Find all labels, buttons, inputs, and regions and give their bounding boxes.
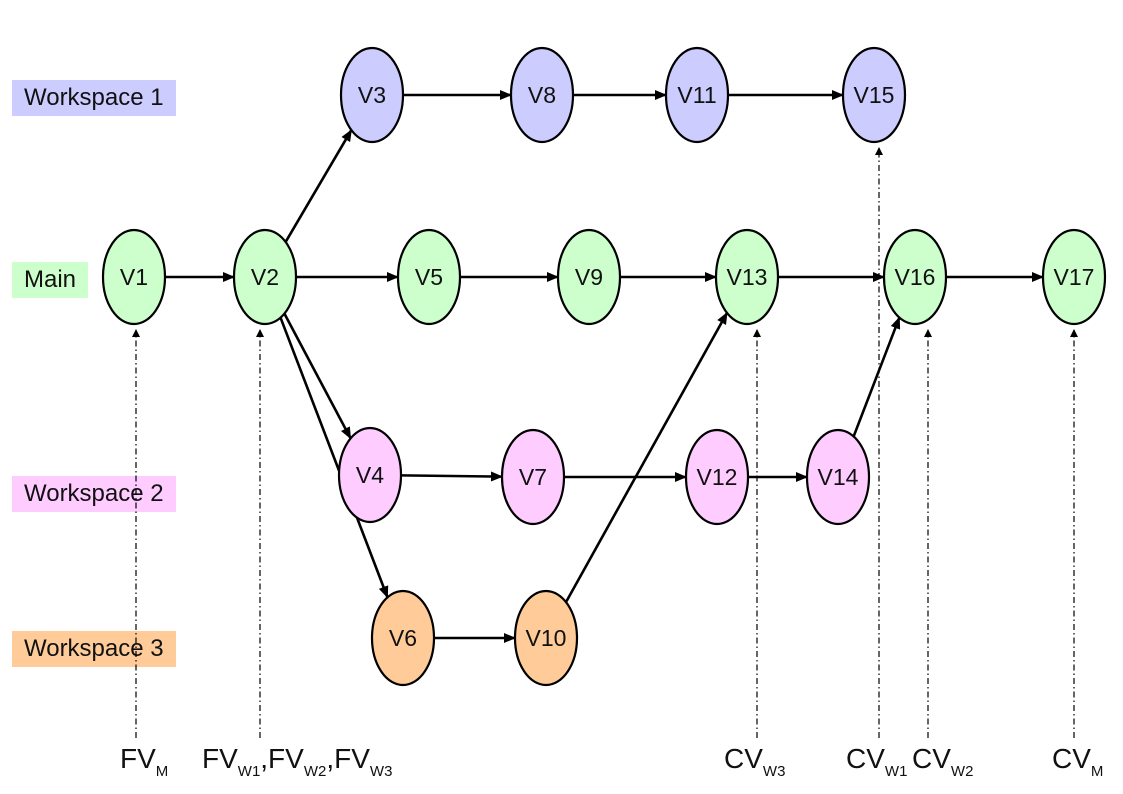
annotation-main-text: ,FV: [326, 743, 370, 774]
annotation-main-text: CV: [1052, 743, 1091, 774]
annotation-subscript: W2: [951, 763, 974, 780]
annotation-subscript: M: [156, 763, 169, 780]
node-ellipse: [1041, 228, 1107, 326]
annotation-fv-w: FVW1,FVW2,FVW3: [202, 743, 392, 780]
node-ellipse: [841, 46, 907, 144]
node-ellipse: [101, 228, 167, 326]
node-label: V5: [415, 264, 443, 290]
node-ellipse: [664, 46, 730, 144]
version-node-v5: V5: [396, 228, 462, 326]
annotation-subscript: W1: [885, 763, 908, 780]
annotation-main-text: CV: [846, 743, 885, 774]
annotation-subscript: W2: [304, 763, 327, 780]
edge-v2-v6: [279, 317, 389, 599]
node-label: V7: [519, 464, 547, 490]
lane-label-workspace-1: Workspace 1: [12, 80, 176, 116]
version-node-v3: V3: [339, 46, 405, 144]
version-node-v7: V7: [500, 428, 566, 526]
node-ellipse: [396, 228, 462, 326]
node-label: V3: [358, 82, 386, 108]
node-label: V1: [120, 264, 148, 290]
lane-label-workspace-2: Workspace 2: [12, 476, 176, 512]
node-ellipse: [556, 228, 622, 326]
node-ellipse: [882, 228, 948, 326]
node-ellipse: [513, 589, 579, 687]
version-node-v14: V14: [805, 428, 871, 526]
lane-label-workspace-3: Workspace 3: [12, 631, 176, 667]
node-label: V13: [727, 264, 768, 290]
version-node-v4: V4: [337, 426, 403, 524]
node-ellipse: [684, 428, 750, 526]
node-label: V14: [818, 464, 859, 490]
annotation-subscript: W1: [238, 763, 261, 780]
node-ellipse: [370, 589, 436, 687]
node-label: V17: [1054, 264, 1095, 290]
node-label: V6: [389, 625, 417, 651]
node-ellipse: [232, 228, 298, 326]
edge-v10-v13: [564, 312, 729, 603]
annotation-fv-m: FVM: [120, 743, 168, 780]
node-ellipse: [337, 426, 403, 524]
annotation-subscript: W3: [370, 763, 393, 780]
lane-label-main: Main: [12, 262, 89, 298]
annotation-subscript: M: [1091, 763, 1104, 780]
annotation-main-text: FV: [202, 743, 238, 774]
node-label: V11: [677, 82, 716, 108]
edge-v2-v3: [284, 129, 353, 243]
node-label: V15: [854, 82, 895, 108]
annotation-cv-w3: CVW3: [724, 743, 785, 780]
annotation-cv-m: CVM: [1052, 743, 1103, 780]
edge-v14-v16: [852, 316, 901, 437]
node-label: V8: [528, 82, 556, 108]
version-node-v2: V2: [232, 228, 298, 326]
edge-v4-v7: [400, 471, 504, 482]
version-node-v11: V11: [664, 46, 730, 144]
node-label: V9: [575, 264, 603, 290]
node-label: V2: [251, 264, 279, 290]
version-node-v9: V9: [556, 228, 622, 326]
node-ellipse: [500, 428, 566, 526]
version-node-v15: V15: [841, 46, 907, 144]
version-node-v6: V6: [370, 589, 436, 687]
annotation-cv-w2: CVW2: [912, 743, 973, 780]
node-ellipse: [714, 228, 780, 326]
version-node-v17: V17: [1041, 228, 1107, 326]
node-ellipse: [339, 46, 405, 144]
node-label: V10: [526, 625, 567, 651]
version-node-v8: V8: [509, 46, 575, 144]
edges: [165, 90, 1044, 643]
annotation-main-text: FV: [120, 743, 156, 774]
version-node-v10: V10: [513, 589, 579, 687]
version-node-v16: V16: [882, 228, 948, 326]
version-node-v1: V1: [101, 228, 167, 326]
pointer-lines: [132, 147, 1078, 738]
annotation-cv-w1: CVW1: [846, 743, 907, 780]
annotation-main-text: CV: [724, 743, 763, 774]
node-ellipse: [509, 46, 575, 144]
annotation-main-text: ,FV: [260, 743, 304, 774]
annotation-main-text: CV: [912, 743, 951, 774]
node-ellipse: [805, 428, 871, 526]
version-node-v13: V13: [714, 228, 780, 326]
edge-v2-v4: [283, 313, 352, 440]
node-label: V12: [697, 464, 738, 490]
annotation-subscript: W3: [763, 763, 786, 780]
node-label: V4: [356, 462, 384, 488]
version-node-v12: V12: [684, 428, 750, 526]
node-label: V16: [895, 264, 936, 290]
